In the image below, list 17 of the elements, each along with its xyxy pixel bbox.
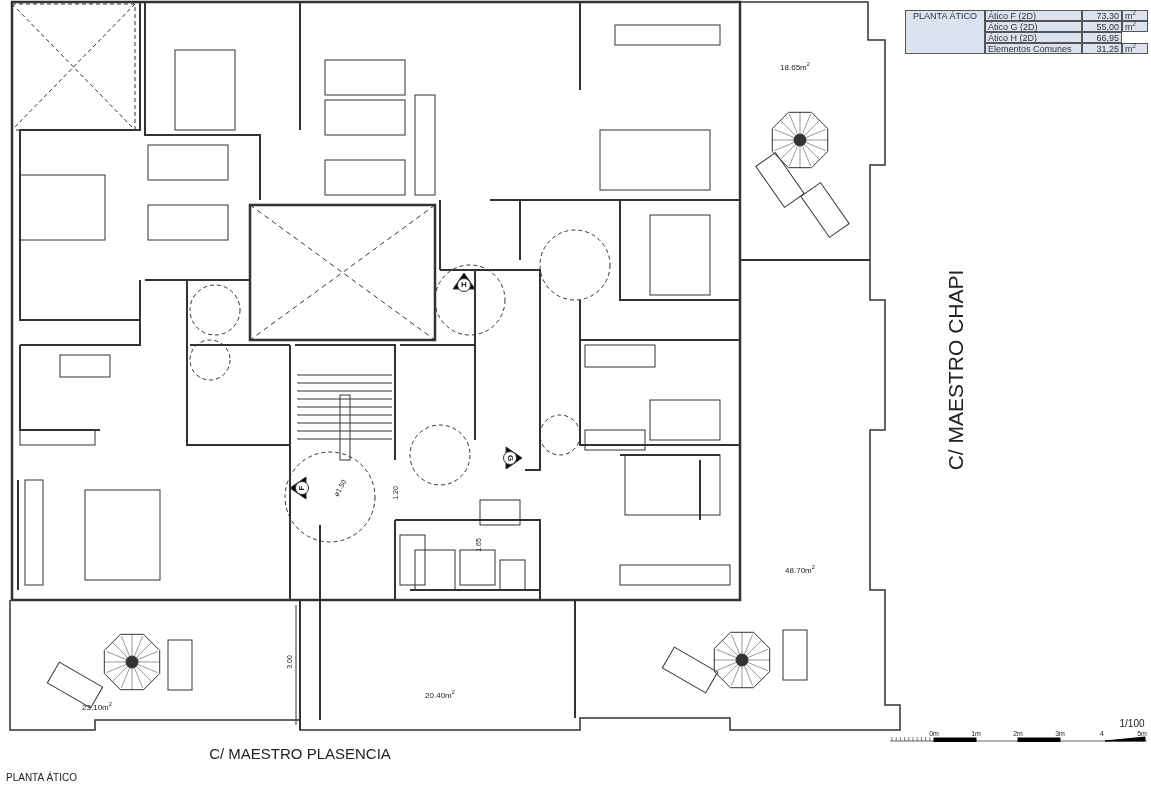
area-label: 48.70m$^{2}$ (785, 567, 815, 575)
table-cell: m$^{2}$ (1122, 10, 1148, 21)
area-label: 18.65m$^{2}$ (780, 64, 810, 72)
table-cell: PLANTA ÁTICO (905, 10, 985, 54)
scale-ratio: 1/100 (1119, 719, 1145, 729)
entrance-letter: G (506, 454, 514, 462)
table-cell: 31,25 (1082, 43, 1122, 54)
street-name: C/ MAESTRO PLASENCIA (209, 745, 391, 761)
plan-caption: PLANTA ÁTICO (6, 773, 77, 783)
table-cell: m$^{2}$ (1122, 21, 1148, 32)
entrance-letter: F (298, 485, 306, 491)
entrance-letter: H (461, 281, 467, 289)
street-name: C/ MAESTRO CHAPI (944, 269, 966, 471)
table-cell: Elementos Comunes (985, 43, 1082, 54)
table-cell: m$^{2}$ (1122, 43, 1148, 54)
area-label: 20.40m$^{2}$ (425, 692, 455, 700)
area-label: 23.10m$^{2}$ (82, 704, 112, 712)
